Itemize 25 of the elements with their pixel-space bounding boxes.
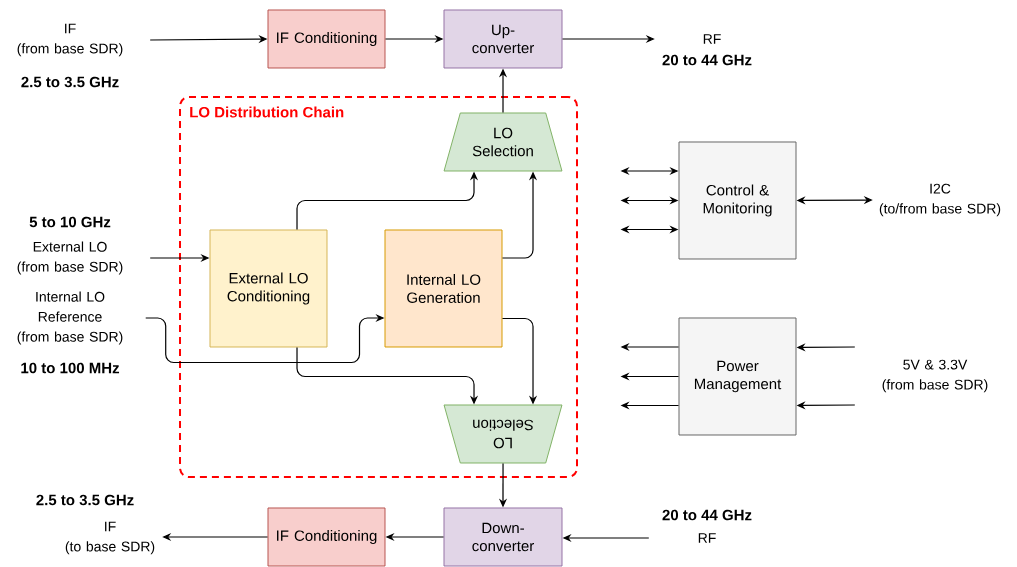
block-box: Up- converter xyxy=(443,9,563,69)
signal-label: 5V & 3.3V (from base SDR) xyxy=(882,359,988,393)
block-box: Internal LO Generation xyxy=(384,229,503,348)
selector-trapezoid: LO Selection xyxy=(443,404,563,464)
frequency-label: 5 to 10 GHz xyxy=(29,216,111,228)
signal-label: RF xyxy=(698,533,716,543)
block-box: Control & Monitoring xyxy=(678,141,797,260)
block-box: Down- converter xyxy=(443,507,563,567)
frequency-label: 10 to 100 MHz xyxy=(21,362,120,374)
signal-label: IF (from base SDR) xyxy=(17,23,123,57)
frequency-label: 2.5 to 3.5 GHz xyxy=(21,76,119,88)
block-box: IF Conditioning xyxy=(267,507,386,567)
block-box: Power Management xyxy=(678,317,797,436)
selector-trapezoid: LO Selection xyxy=(443,112,563,172)
frequency-label: 20 to 44 GHz xyxy=(662,509,752,521)
signal-label: I2C (to/from base SDR) xyxy=(879,183,1001,217)
frequency-label: 2.5 to 3.5 GHz xyxy=(36,494,134,506)
frequency-label: 20 to 44 GHz xyxy=(662,54,752,66)
signal-label: External LO (from base SDR) xyxy=(17,241,123,275)
signal-label: RF xyxy=(703,34,721,44)
group-title: LO Distribution Chain xyxy=(190,106,344,118)
block-box: IF Conditioning xyxy=(267,9,386,69)
signal-label: Internal LO Reference (from base SDR) xyxy=(17,291,123,345)
block-box: External LO Conditioning xyxy=(209,229,328,348)
signal-label: IF (to base SDR) xyxy=(65,521,155,555)
